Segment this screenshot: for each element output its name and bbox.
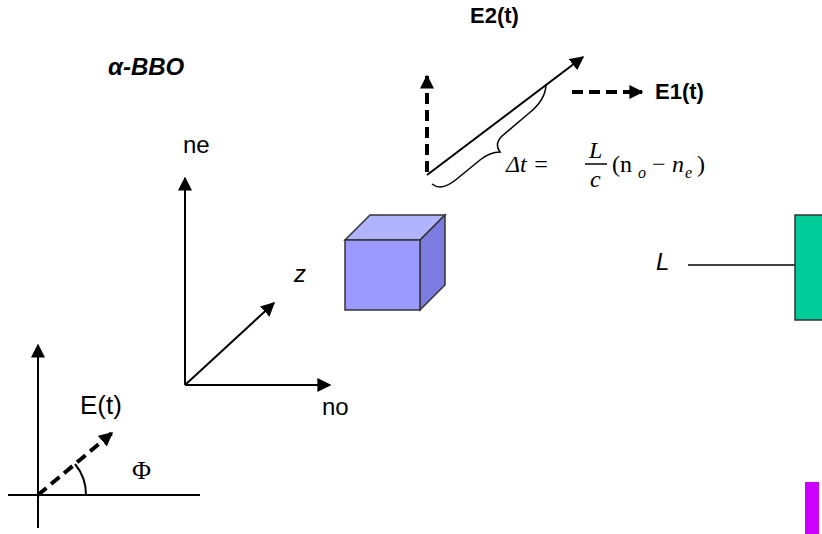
- field-label: E(t): [80, 392, 122, 418]
- axis-label: z: [294, 262, 306, 286]
- propagation-arrow: [427, 57, 583, 175]
- fraction-bar: [585, 163, 607, 165]
- crystal-cube: [345, 215, 445, 310]
- input-field-arrow: [38, 433, 112, 495]
- e1-field-arrow: [572, 90, 642, 94]
- field-label: E2(t): [470, 5, 519, 27]
- formula-part: −: [652, 152, 666, 176]
- green-element: [795, 215, 822, 320]
- formula-part: n: [672, 152, 684, 176]
- formula-subscript: e: [685, 165, 692, 181]
- magenta-bar: [805, 482, 819, 534]
- axis-label: ne: [183, 133, 210, 157]
- formula-part: Δt =: [506, 152, 549, 176]
- field-label: E1(t): [655, 81, 704, 103]
- e2-field-arrow: [425, 76, 429, 172]
- formula-part: c: [590, 167, 601, 191]
- length-line: [688, 264, 795, 266]
- formula-part: L: [589, 138, 602, 162]
- length-label: L: [656, 250, 669, 274]
- input-axes: [8, 345, 200, 528]
- formula-part: ): [697, 152, 705, 176]
- angle-label: Φ: [132, 458, 151, 484]
- crystal-name: α-BBO: [108, 55, 184, 79]
- formula-subscript: o: [638, 165, 646, 181]
- formula-part: (n: [612, 152, 632, 176]
- axis-label: no: [322, 395, 349, 419]
- crystal-axes: [185, 178, 330, 385]
